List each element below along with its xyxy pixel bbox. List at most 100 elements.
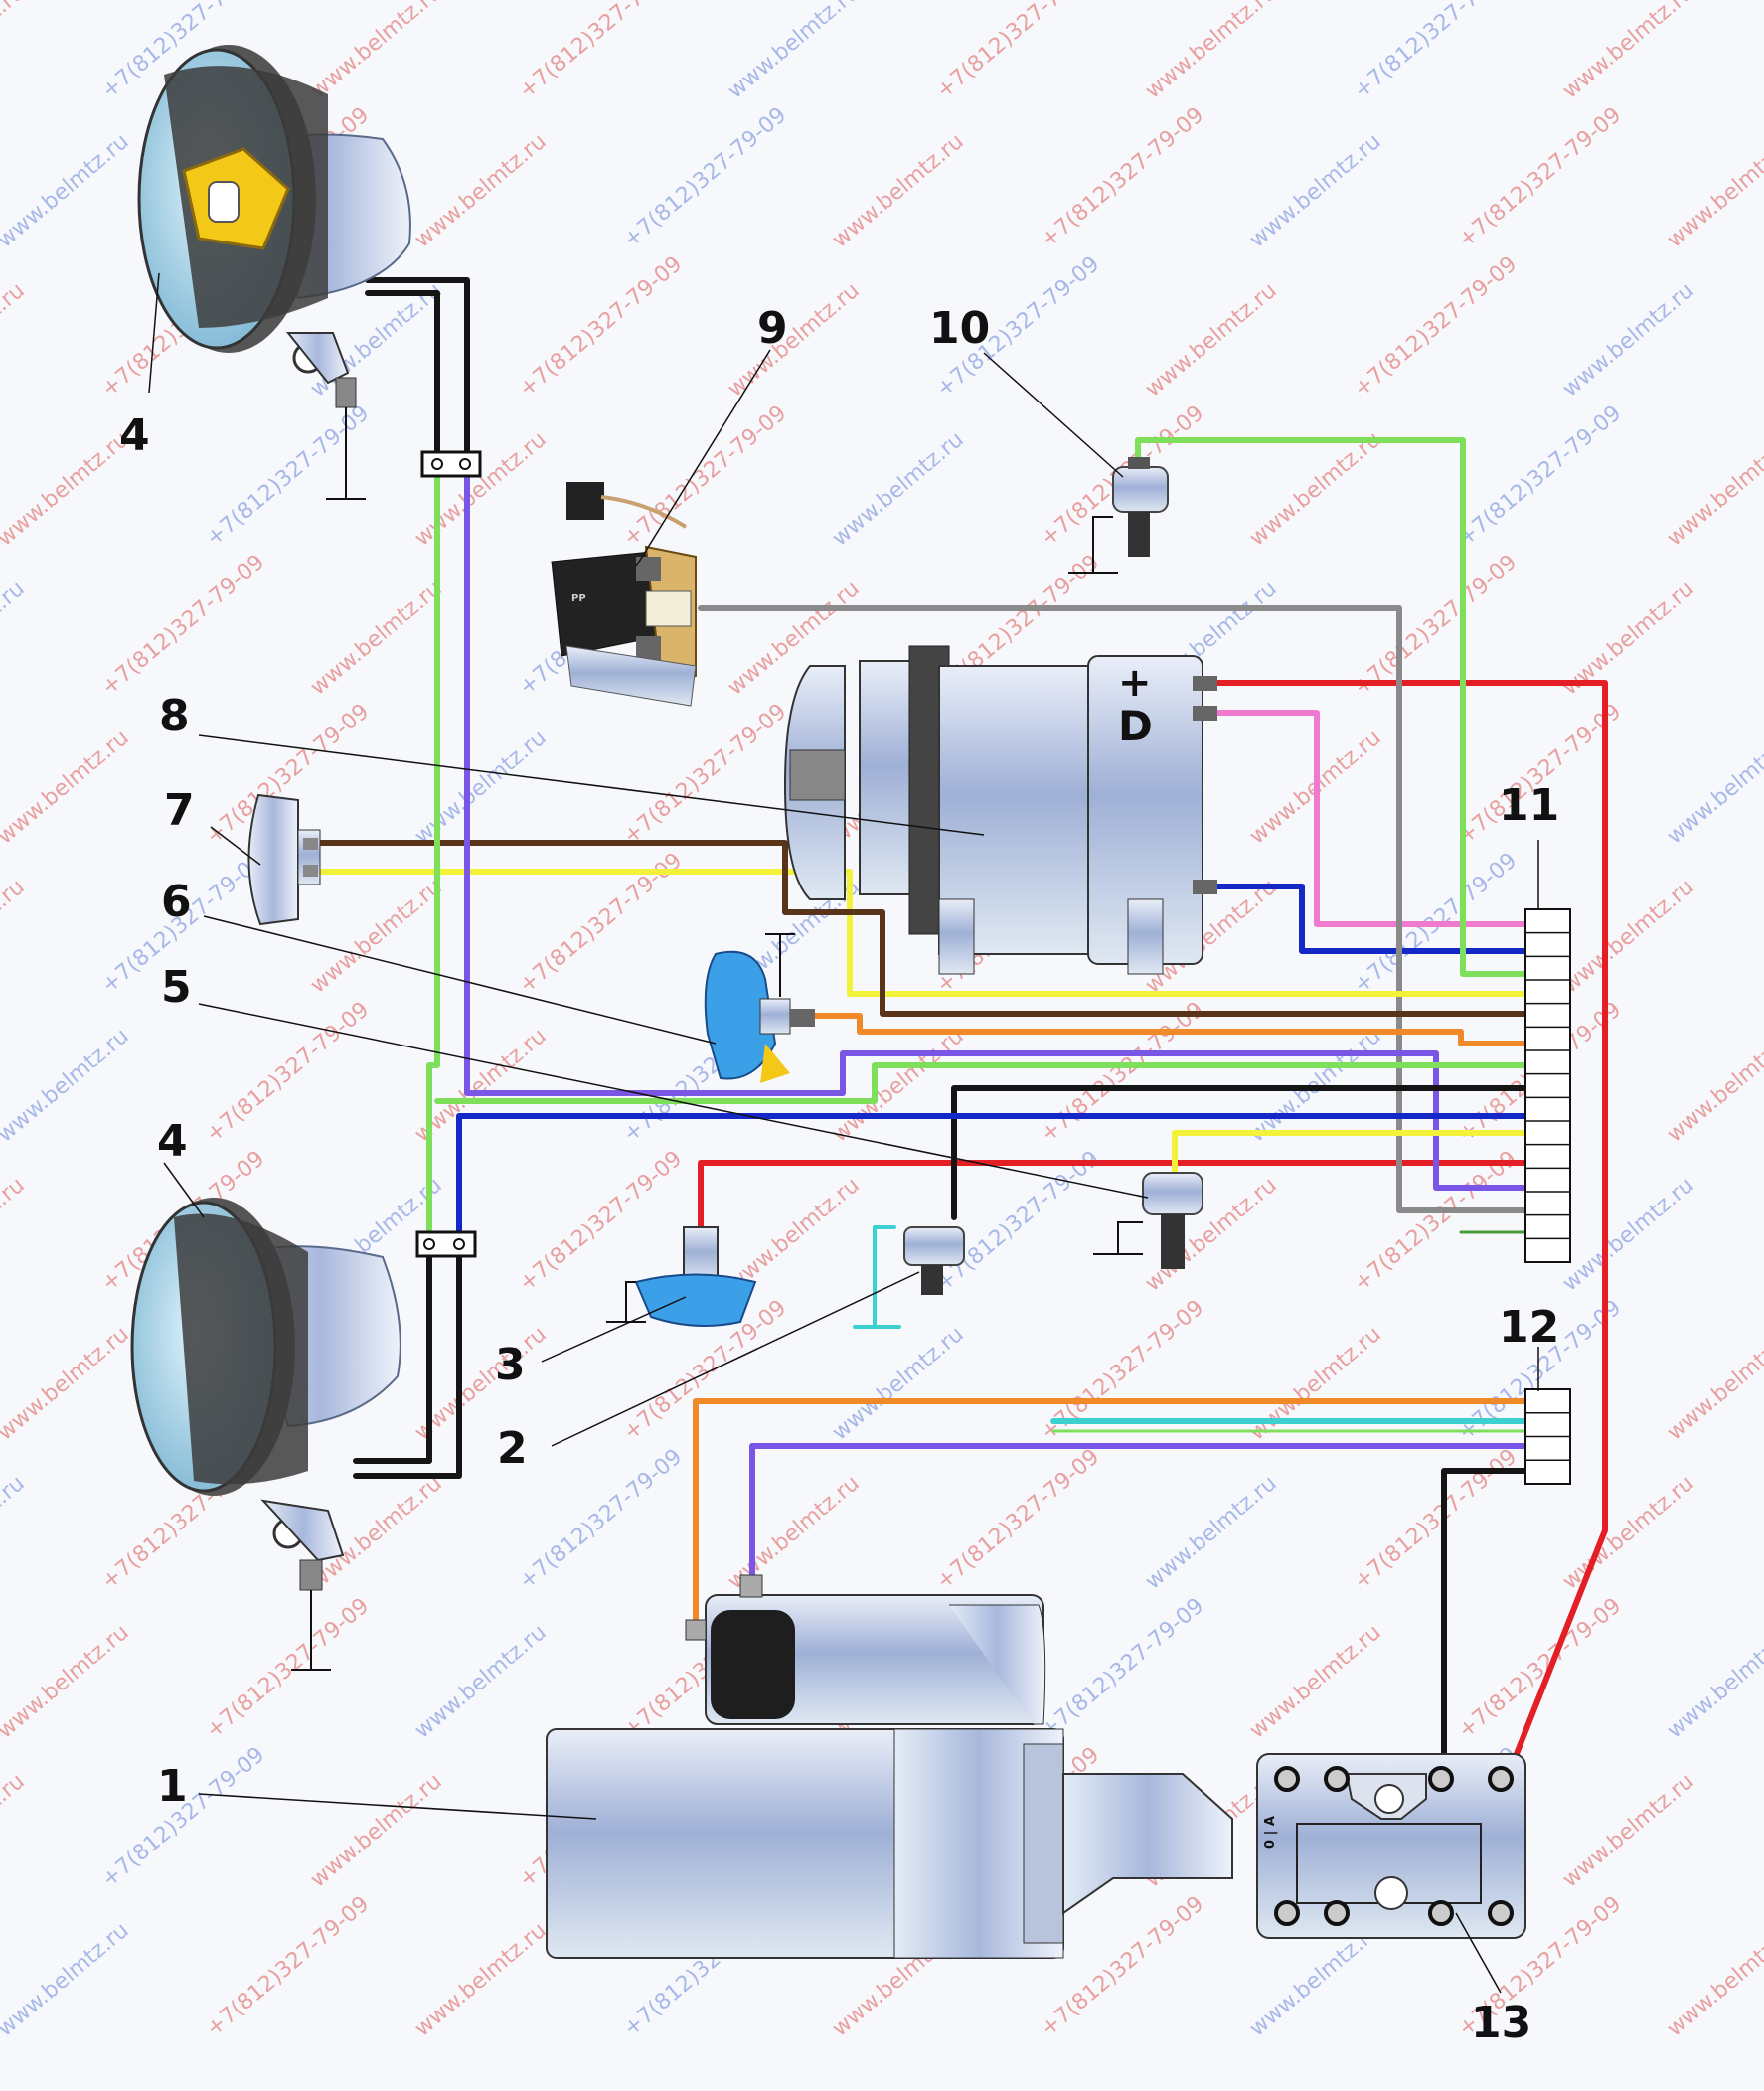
watermark-text: www.belmtz.ru — [306, 576, 447, 701]
watermark-text: www.belmtz.ru — [1663, 1918, 1764, 2042]
watermark-text: www.belmtz.ru — [828, 1322, 969, 1446]
ground-symbol-icon — [326, 407, 366, 500]
watermark-text: www.belmtz.ru — [0, 427, 134, 552]
wire-black-lower-headlight — [353, 1251, 462, 1479]
headlight-top — [137, 45, 411, 500]
watermark-text: +7(812)327-79-09 — [1037, 102, 1208, 252]
watermark-text: +7(812)327-79-09 — [1350, 550, 1522, 700]
pressure-sensor-10 — [1068, 457, 1169, 574]
wire-yellow-signal-7 — [315, 869, 1528, 997]
watermark-text: www.belmtz.ru — [0, 1769, 30, 1893]
watermark-text: +7(812)327-79-09 — [1454, 401, 1626, 551]
watermark-text: www.belmtz.ru — [306, 1769, 447, 1893]
watermark-text: +7(812)327-79-09 — [1350, 0, 1522, 104]
watermark-text: www.belmtz.ru — [0, 0, 30, 104]
watermark-text: www.belmtz.ru — [0, 278, 30, 402]
watermark-text: www.belmtz.ru — [0, 725, 134, 850]
watermark-text: +7(812)327-79-09 — [1037, 997, 1208, 1147]
wire-black-top-headlight — [365, 277, 470, 460]
watermark-text: www.belmtz.ru — [1663, 129, 1764, 253]
wire-pink — [1214, 710, 1528, 927]
wire-green-sensor-10 — [1135, 437, 1528, 977]
pressure-sensor-icon — [704, 933, 815, 1083]
starter — [546, 1574, 1233, 1959]
watermark-text: +7(812)327-79-09 — [202, 1593, 374, 1743]
callout-5: 5 — [161, 962, 192, 1013]
sound-signal — [247, 793, 321, 926]
watermark-text: www.belmtz.ru — [306, 0, 447, 104]
watermark-text: www.belmtz.ru — [410, 129, 552, 253]
wire-red-generator — [1214, 680, 1608, 1772]
watermark-text: www.belmtz.ru — [1558, 1173, 1699, 1297]
wires — [315, 277, 1608, 1772]
regulator-relay-icon: РР — [551, 482, 697, 707]
watermark-text: www.belmtz.ru — [0, 1918, 134, 2042]
watermark-text: +7(812)327-79-09 — [1454, 1593, 1626, 1743]
watermark-text: www.belmtz.ru — [1558, 0, 1699, 104]
watermark-text: +7(812)327-79-09 — [1350, 251, 1522, 402]
terminal-block-icon — [1524, 1388, 1571, 1485]
watermark-text: +7(812)327-79-09 — [619, 102, 791, 252]
callout-7: 7 — [164, 785, 195, 836]
watermark-text: www.belmtz.ru — [0, 875, 30, 999]
wire-blue-headlight — [456, 1113, 1528, 1245]
watermark-text: +7(812)327-79-09 — [202, 401, 374, 551]
pressure-sensor-5 — [1093, 1172, 1203, 1269]
watermark-text: www.belmtz.ru — [0, 1471, 30, 1595]
wire-cyan-ground — [853, 1225, 901, 1329]
generator-icon: + D — [783, 645, 1217, 975]
generator-d-label: D — [1118, 702, 1153, 750]
watermark-text: www.belmtz.ru — [0, 1620, 134, 1744]
watermark-text: www.belmtz.ru — [1558, 278, 1699, 402]
svg-text:РР: РР — [571, 593, 586, 604]
headlight-connectors — [415, 450, 482, 1258]
pressure-sensor-icon — [903, 1226, 965, 1295]
brake-switch-6 — [704, 933, 815, 1083]
watermark-text: www.belmtz.ru — [410, 1620, 552, 1744]
watermark-text: +7(812)327-79-09 — [515, 0, 687, 104]
watermark-text: +7(812)327-79-09 — [619, 401, 791, 551]
watermark-text: +7(812)327-79-09 — [932, 1444, 1104, 1594]
watermark-text: +7(812)327-79-09 — [1350, 1444, 1522, 1594]
watermark-text: www.belmtz.ru — [0, 1322, 134, 1446]
regulator-relay: РР — [551, 482, 697, 707]
callout-9: 9 — [757, 303, 788, 354]
watermark-text: www.belmtz.ru — [1558, 1769, 1699, 1893]
wire-black-sensor-2 — [951, 1085, 1528, 1220]
sensor-2 — [903, 1226, 965, 1295]
pressure-sensor-icon — [1068, 457, 1169, 574]
watermark-text: +7(812)327-79-09 — [202, 1891, 374, 2041]
terminal-block-11 — [1524, 908, 1571, 1263]
watermark-text: www.belmtz.ru — [1245, 129, 1386, 253]
watermark-text: www.belmtz.ru — [1663, 725, 1764, 850]
watermark-text: www.belmtz.ru — [1245, 1620, 1386, 1744]
callouts: 1 2 3 4 4 5 6 7 8 9 10 11 12 13 — [119, 303, 1559, 2048]
watermark-text: www.belmtz.ru — [410, 725, 552, 850]
watermark-text: +7(812)327-79-09 — [1454, 102, 1626, 252]
callout-11: 11 — [1499, 780, 1559, 831]
headlight-icon — [130, 1198, 401, 1591]
watermark-text: www.belmtz.ru — [828, 1024, 969, 1148]
battery-switch: 0 | A — [1256, 1753, 1526, 1939]
battery-switch-icon: 0 | A — [1256, 1753, 1526, 1939]
leader-lines — [148, 272, 1539, 1994]
watermark-text: +7(812)327-79-09 — [515, 251, 687, 402]
watermark-text: www.belmtz.ru — [1245, 1322, 1386, 1446]
watermark-text: www.belmtz.ru — [1663, 1620, 1764, 1744]
starter-icon — [546, 1574, 1233, 1959]
wire-violet-headlight — [464, 464, 1528, 1191]
watermark-text: +7(812)327-79-09 — [202, 997, 374, 1147]
callout-8: 8 — [159, 691, 190, 741]
callout-10: 10 — [929, 303, 990, 354]
watermark-text: +7(812)327-79-09 — [515, 1444, 687, 1594]
generator-plus-label: + — [1118, 660, 1152, 706]
watermark-text: www.belmtz.ru — [1141, 1471, 1282, 1595]
watermark-text: +7(812)327-79-09 — [97, 550, 269, 700]
callout-2: 2 — [497, 1423, 528, 1474]
callout-13: 13 — [1471, 1998, 1531, 2048]
watermark-text: www.belmtz.ru — [1558, 1471, 1699, 1595]
watermark-text: www.belmtz.ru — [723, 278, 865, 402]
pressure-sensor-icon — [606, 1226, 757, 1327]
wire-black-battery — [1441, 1468, 1528, 1762]
